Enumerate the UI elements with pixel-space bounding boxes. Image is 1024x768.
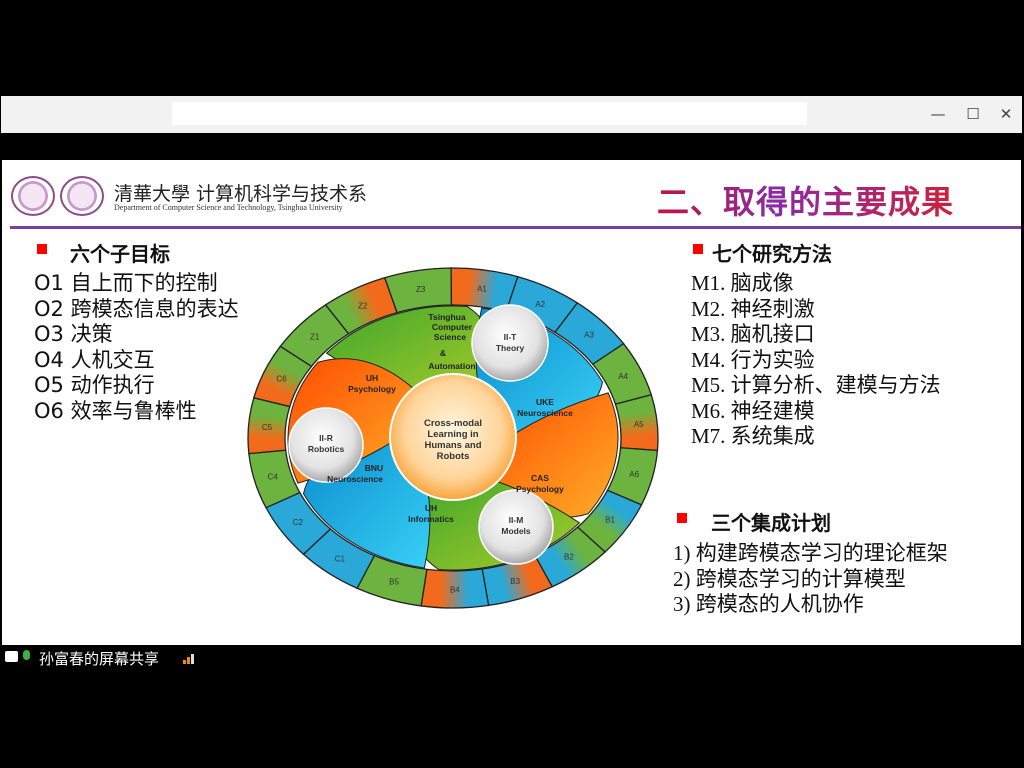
- ring-segment-label: Z1: [310, 332, 320, 341]
- svg-text:Cross-modal: Cross-modal: [424, 418, 482, 429]
- microphone-icon[interactable]: [23, 650, 30, 660]
- header-divider: [10, 226, 1021, 229]
- signal-strength-icon: [183, 654, 195, 664]
- slide-title: 二、取得的主要成果: [657, 177, 954, 223]
- ring-segment-label: B4: [450, 585, 460, 594]
- subgoal-item: O1 自上而下的控制: [34, 271, 218, 295]
- app-window: — ☐ ✕ 清華大學 计算机科学与技术系 Department of Compu…: [1, 96, 1022, 672]
- plan-item: 3) 跨模态的人机协作: [673, 592, 864, 616]
- ring-segment-label: B5: [389, 578, 399, 587]
- svg-text:Computer: Computer: [432, 322, 473, 332]
- blade-label-uh-informatics: UH Informatics: [408, 503, 454, 524]
- ring-segment-label: C4: [268, 473, 279, 482]
- ring-segment-label: A3: [584, 330, 594, 339]
- subgoal-item: O2 跨模态信息的表达: [34, 297, 239, 321]
- blade-label-cas: CAS Psychology: [516, 473, 564, 494]
- department-seal-logo: [60, 176, 104, 216]
- svg-text:II-R: II-R: [319, 433, 333, 443]
- subgoals-heading: 六个子目标: [70, 242, 170, 266]
- method-item: M6. 神经建模: [691, 399, 815, 423]
- ring-segment-label: C5: [262, 423, 273, 432]
- ring-segment-label: C1: [335, 554, 346, 563]
- svg-text:&: &: [440, 348, 446, 358]
- ring-segment-label: Z2: [358, 301, 368, 310]
- plan-item: 1) 构建跨模态学习的理论框架: [673, 541, 948, 565]
- methods-heading: 七个研究方法: [712, 242, 832, 266]
- blade-label-tsinghua: Tsinghua Computer Science & Automation: [428, 312, 475, 371]
- ring-segment-label: A4: [618, 372, 628, 381]
- method-item: M7. 系统集成: [691, 424, 815, 448]
- department-subtitle: Department of Computer Science and Techn…: [114, 203, 343, 212]
- plan-item: 2) 跨模态学习的计算模型: [673, 567, 906, 591]
- svg-text:Science: Science: [434, 332, 466, 342]
- svg-text:Robots: Robots: [437, 451, 470, 462]
- svg-text:CAS: CAS: [531, 473, 549, 483]
- method-item: M4. 行为实验: [691, 348, 815, 372]
- ring-segment-label: C2: [293, 518, 304, 527]
- ring-segment-label: Z3: [416, 285, 426, 294]
- plans-heading: 三个集成计划: [711, 511, 831, 535]
- svg-text:Psychology: Psychology: [348, 384, 396, 394]
- svg-text:UKE: UKE: [536, 397, 554, 407]
- tsinghua-seal-logo: [11, 176, 55, 216]
- ring-segment-label: A5: [634, 420, 644, 429]
- svg-text:Learning in: Learning in: [427, 429, 478, 440]
- subgoal-item: O6 效率与鲁棒性: [34, 399, 197, 423]
- node-theory: II-T Theory: [471, 304, 549, 382]
- bullet-icon: [677, 513, 687, 523]
- ring-segment-label: B1: [605, 516, 615, 525]
- svg-text:Humans and: Humans and: [424, 440, 481, 451]
- department-name: 清華大學 计算机科学与技术系: [114, 183, 368, 205]
- subgoal-item: O4 人机交互: [34, 348, 155, 372]
- minimize-button[interactable]: —: [930, 105, 946, 123]
- subgoal-item: O5 动作执行: [34, 373, 155, 397]
- blade-label-uh-psychology: UH Psychology: [348, 373, 396, 394]
- center-circle: Cross-modal Learning in Humans and Robot…: [389, 373, 517, 501]
- svg-text:Models: Models: [501, 526, 531, 536]
- svg-text:Neuroscience: Neuroscience: [517, 408, 573, 418]
- bullet-icon: [37, 244, 47, 254]
- svg-text:Robotics: Robotics: [308, 444, 345, 454]
- ring-segment-label: A6: [629, 470, 639, 479]
- method-item: M2. 神经刺激: [691, 297, 815, 321]
- close-button[interactable]: ✕: [999, 105, 1013, 123]
- svg-text:BNU: BNU: [365, 463, 383, 473]
- screen-share-bar: 孙富春的屏幕共享: [1, 645, 1022, 672]
- ring-segment-label: A2: [535, 300, 545, 309]
- screen-share-icon: [5, 651, 18, 662]
- svg-text:II-M: II-M: [509, 515, 524, 525]
- svg-text:UH: UH: [366, 373, 378, 383]
- svg-text:Psychology: Psychology: [516, 484, 564, 494]
- method-item: M1. 脑成像: [691, 271, 794, 295]
- ring-segment-label: B3: [510, 577, 520, 586]
- node-robotics: II-R Robotics: [288, 407, 364, 483]
- title-bar: — ☐ ✕: [1, 96, 1022, 133]
- ring-segment-z2: [324, 276, 398, 335]
- svg-text:Informatics: Informatics: [408, 514, 454, 524]
- svg-text:UH: UH: [425, 503, 437, 513]
- node-models: II-M Models: [478, 489, 554, 565]
- svg-text:Tsinghua: Tsinghua: [428, 312, 465, 322]
- maximize-button[interactable]: ☐: [966, 105, 980, 123]
- ring-segment-label: C6: [276, 374, 287, 383]
- svg-text:Automation: Automation: [428, 361, 475, 371]
- method-item: M3. 脑机接口: [691, 322, 815, 346]
- method-item: M5. 计算分析、建模与方法: [691, 373, 941, 397]
- window-title-field: [172, 102, 807, 125]
- svg-text:Theory: Theory: [496, 343, 525, 353]
- bullet-icon: [693, 244, 703, 254]
- screen-share-label: 孙富春的屏幕共享: [39, 650, 160, 668]
- svg-text:II-T: II-T: [504, 332, 518, 342]
- subgoal-item: O3 决策: [34, 322, 113, 346]
- blade-label-uke: UKE Neuroscience: [517, 397, 573, 418]
- ring-segment-label: B2: [564, 553, 574, 562]
- blade-label-bnu: BNU Neuroscience: [327, 463, 383, 484]
- ring-segment-label: A1: [477, 284, 487, 293]
- svg-text:Neuroscience: Neuroscience: [327, 474, 383, 484]
